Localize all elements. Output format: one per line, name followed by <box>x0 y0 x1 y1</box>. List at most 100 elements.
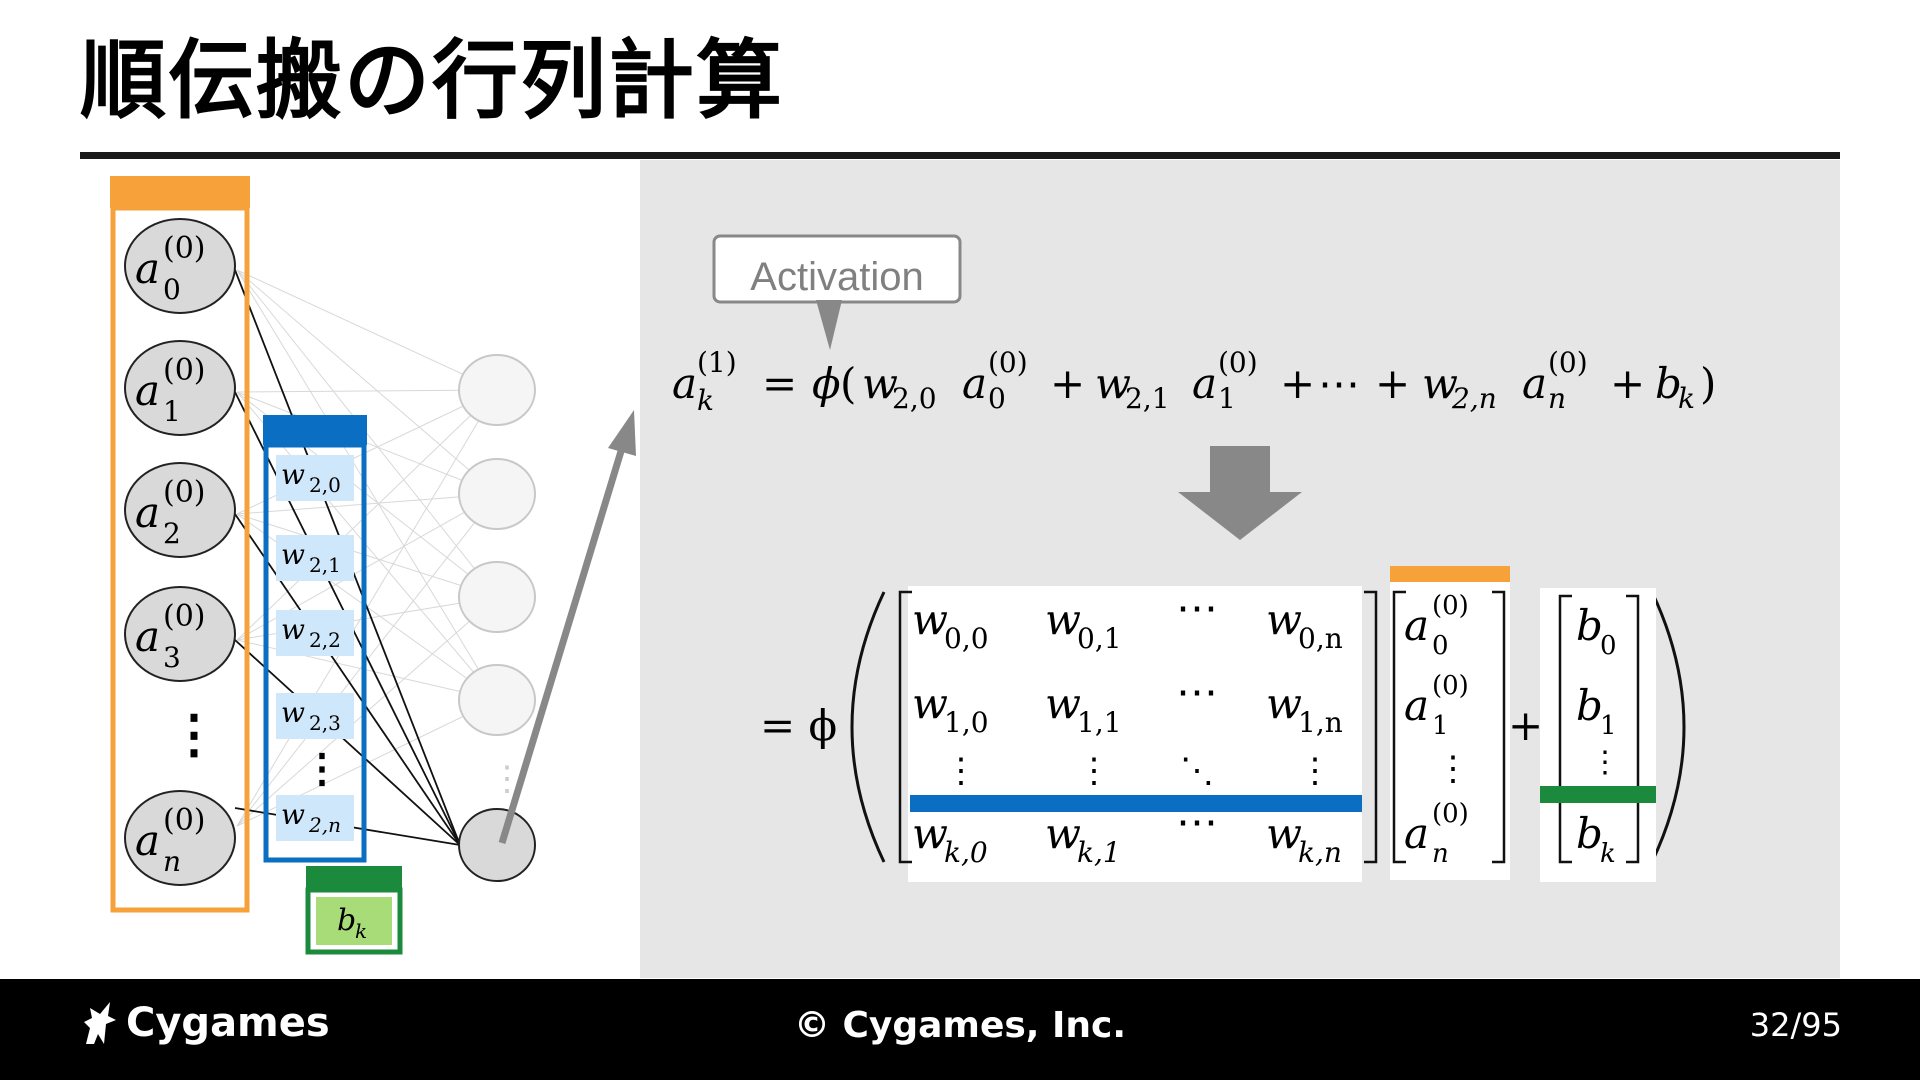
input-neuron: a 2 (0) <box>124 462 236 558</box>
vector-entry-dots: ⋮ <box>1590 745 1620 780</box>
vector-entry-sub: 1 <box>1432 711 1449 741</box>
input-neuron-sub: 1 <box>163 395 181 428</box>
matrix-entry-sub: 1,1 <box>1077 706 1122 739</box>
page-number: 32/95 <box>1749 1006 1842 1044</box>
term-activation-sup: (0) <box>1218 346 1258 379</box>
weight-box: w 2,2 <box>276 610 354 656</box>
formula-bias-sub: k <box>1678 382 1695 415</box>
weight-label: w <box>281 613 305 646</box>
activation-callout: Activation <box>712 234 962 350</box>
weight-matrix-row: w1,0 w1,1 ⋯ w1,n <box>912 667 1343 739</box>
input-neuron: a 3 (0) <box>124 586 236 682</box>
weight-row-highlight <box>910 795 1362 812</box>
formula-area: Activation a k (1) = ϕ ( w 2,0 a 0 (0) +… <box>672 234 1716 882</box>
formula-plus: + <box>1280 359 1315 408</box>
formula-close-paren: ) <box>1700 359 1716 408</box>
svg-text:w: w <box>912 679 948 728</box>
term-activation-sub: 0 <box>988 382 1006 415</box>
term-weight-sub: 2,0 <box>892 382 937 415</box>
formula-open-paren: ( <box>840 359 856 408</box>
input-column-frame <box>110 205 250 913</box>
weight-box: w 2,0 <box>276 455 354 501</box>
weight-box: w 2,1 <box>276 535 354 581</box>
matrix-entry-dots: ⋮ <box>944 751 978 791</box>
input-neuron-sub: n <box>163 845 181 878</box>
svg-text:a: a <box>1404 681 1429 730</box>
matrix-eq-phi: = ϕ <box>760 701 837 750</box>
term-activation-sub: n <box>1548 382 1566 415</box>
matrix-entry-dots: ⋮ <box>1077 751 1111 791</box>
svg-text:b: b <box>1576 809 1603 858</box>
weight-sub: 2,n <box>308 813 341 837</box>
matrix-equation: = ϕ w0,0 w0,1 ⋯ w0,n w1,0 w1,1 ⋯ w1,n ⋮ … <box>760 566 1686 882</box>
input-neuron: a 0 (0) <box>124 218 236 314</box>
down-arrow-icon <box>1178 446 1302 540</box>
matrix-entry-dots: ⋯ <box>1176 667 1218 716</box>
bias-vector-entry: b 1 <box>1576 681 1617 741</box>
input-neuron-sup: (0) <box>163 475 206 510</box>
weight-sub: 2,1 <box>309 553 341 577</box>
input-column-bar <box>110 176 250 208</box>
formula-plus: + <box>1375 359 1410 408</box>
formula-lhs-sub: k <box>697 384 714 417</box>
weighted-sum-formula: a k (1) = ϕ ( w 2,0 a 0 (0) + w 2,1 a 1 … <box>672 346 1716 417</box>
term-activation-sup: (0) <box>1548 346 1588 379</box>
term-activation: a <box>1522 359 1547 408</box>
svg-text:w: w <box>912 595 948 644</box>
svg-text:w: w <box>1266 595 1302 644</box>
input-neuron-sub: 3 <box>163 641 181 674</box>
weight-matrix-row: wk,0 wk,1 ⋯ wk,n <box>912 797 1342 869</box>
formula-plus: + <box>1050 359 1085 408</box>
term-weight: w <box>1095 359 1131 408</box>
pegasus-icon <box>84 1002 116 1044</box>
input-neuron-sup: (0) <box>163 599 206 634</box>
vector-entry-sub: n <box>1432 839 1449 869</box>
copyright-text: © Cygames, Inc. <box>793 1005 1127 1046</box>
bias-vector-entry: b k <box>1576 809 1616 869</box>
bias-box-frame <box>305 887 403 955</box>
bias-row-highlight <box>1540 786 1656 803</box>
input-neuron-sup: (0) <box>163 231 206 266</box>
input-neuron: a 1 (0) <box>124 340 236 436</box>
bias-box-bar <box>306 866 402 890</box>
matrix-entry-dots: ⋱ <box>1180 751 1214 791</box>
weight-label: w <box>281 798 305 831</box>
matrix-entry-sub: k,0 <box>944 836 988 869</box>
formula-phi: ϕ <box>812 359 841 408</box>
activation-vector-entry: a 1 (0) <box>1404 671 1469 741</box>
matrix-entry-sub: 1,n <box>1298 706 1343 739</box>
matrix-entry-dots: ⋯ <box>1176 797 1218 846</box>
vector-entry-sub: k <box>1600 839 1616 869</box>
svg-text:b: b <box>1576 601 1603 650</box>
svg-text:w: w <box>1266 679 1302 728</box>
bias-label: b <box>337 903 356 938</box>
weight-label: w <box>281 538 305 571</box>
activation-vector-entry: a 0 (0) <box>1404 591 1469 661</box>
active-output-neuron <box>458 808 536 882</box>
activation-vector-entry: a n (0) <box>1404 799 1469 869</box>
output-neuron <box>458 561 536 633</box>
input-neuron-sup: (0) <box>163 803 206 838</box>
svg-text:a: a <box>1404 601 1429 650</box>
bias-vector-entry: b 0 <box>1576 601 1617 661</box>
output-neuron <box>458 354 536 426</box>
input-neuron-sup: (0) <box>163 353 206 388</box>
matrix-entry-sub: k,n <box>1298 836 1342 869</box>
input-neuron-sub: 2 <box>163 517 181 550</box>
weight-box: w 2,3 <box>276 693 354 739</box>
bias-box-fill <box>316 897 392 945</box>
weight-matrix-row: w0,0 w0,1 ⋯ w0,n <box>912 583 1343 655</box>
vector-entry-sub: 1 <box>1600 711 1617 741</box>
input-neuron-label: a <box>135 488 160 537</box>
svg-text:w: w <box>912 809 948 858</box>
input-neuron: a n (0) <box>124 790 236 886</box>
term-activation: a <box>962 359 987 408</box>
title-rule <box>80 152 1840 159</box>
brand-name: Cygames <box>126 1000 330 1046</box>
weight-sub: 2,0 <box>309 473 341 497</box>
weight-sub: 2,2 <box>309 628 341 652</box>
matrix-entry-dots: ⋯ <box>1176 583 1218 632</box>
slide-title: 順伝搬の行列計算 <box>80 31 784 131</box>
input-neuron-label: a <box>135 816 160 865</box>
formula-cdots: ⋯ <box>1318 359 1360 408</box>
